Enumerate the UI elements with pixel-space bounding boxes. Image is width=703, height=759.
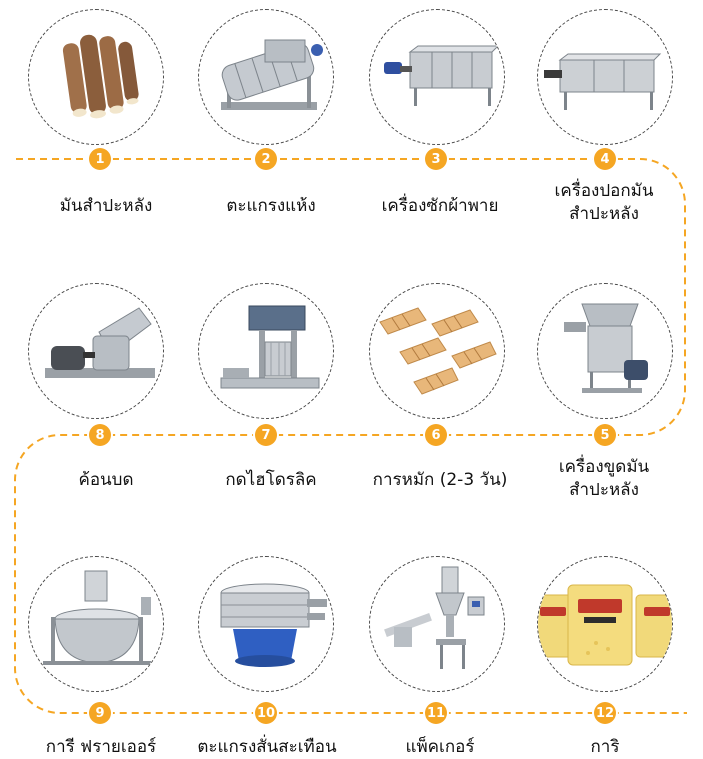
- step-3-badge: 3: [425, 148, 447, 170]
- step-12-badge: 12: [594, 702, 616, 724]
- step-2-image: [198, 9, 334, 145]
- fermentation-racks-icon: [379, 307, 497, 395]
- step-6-label: การหมัก (2-3 วัน): [372, 470, 508, 490]
- drum-screen-machine-icon: [221, 39, 323, 110]
- step-2-label: ตะแกรงแห้ง: [226, 196, 316, 216]
- step-7-label: กดไฮโดรลิค: [225, 470, 317, 490]
- step-12-label: การิ: [590, 737, 620, 757]
- cassava-roots-icon: [62, 34, 139, 119]
- step-11-label: แพ็คเกอร์: [405, 737, 475, 757]
- step-3-label: เครื่องซักผ้าพาย: [381, 196, 499, 216]
- step-8-badge: 8: [89, 424, 111, 446]
- peeling-machine-icon: [544, 53, 662, 110]
- hydraulic-press-icon: [220, 305, 320, 389]
- step-8-image: [28, 283, 164, 419]
- step-10-image: [198, 556, 334, 692]
- packing-machine-icon: [384, 566, 485, 669]
- paddle-washer-machine-icon: [384, 45, 500, 106]
- step-4-badge: 4: [594, 148, 616, 170]
- step-12-image: [537, 556, 673, 692]
- step-10-label: ตะแกรงสั่นสะเทือน: [197, 737, 337, 757]
- step-5-badge: 5: [594, 424, 616, 446]
- step-6-image: [369, 283, 505, 419]
- step-4-image: [537, 9, 673, 145]
- step-9-badge: 9: [89, 702, 111, 724]
- step-11-badge: 11: [425, 702, 447, 724]
- step-7-badge: 7: [255, 424, 277, 446]
- step-6-badge: 6: [425, 424, 447, 446]
- step-5-label: เครื่องขูดมันสำปะหลัง: [558, 457, 650, 500]
- jacketed-kettle-fryer-icon: [43, 570, 151, 665]
- garri-bags-icon: [538, 584, 672, 666]
- vibrating-sieve-icon: [220, 583, 327, 667]
- step-5-image: [537, 283, 673, 419]
- step-10-badge: 10: [255, 702, 277, 724]
- step-3-image: [369, 9, 505, 145]
- step-1-label: มันสำปะหลัง: [59, 196, 153, 216]
- step-9-label: การี ฟรายเออร์: [45, 737, 157, 757]
- step-4-label: เครื่องปอกมันสำปะหลัง: [554, 181, 654, 224]
- step-1-image: [28, 9, 164, 145]
- step-7-image: [198, 283, 334, 419]
- step-11-image: [369, 556, 505, 692]
- step-2-badge: 2: [255, 148, 277, 170]
- step-8-label: ค้อนบด: [78, 470, 134, 490]
- step-9-image: [28, 556, 164, 692]
- step-1-badge: 1: [89, 148, 111, 170]
- hammer-mill-icon: [45, 307, 155, 378]
- grating-machine-icon: [564, 303, 648, 393]
